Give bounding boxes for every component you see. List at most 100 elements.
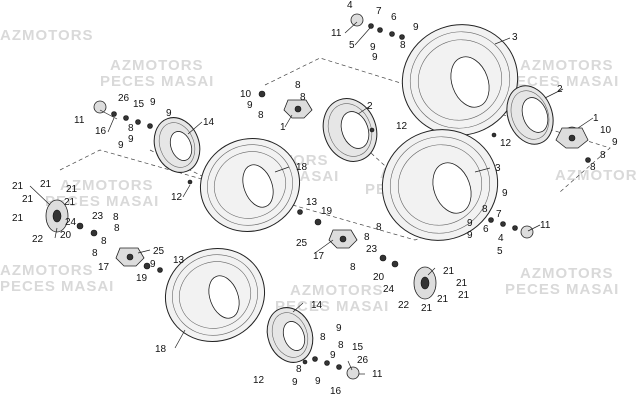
callout-8: 8 [295, 80, 301, 91]
callout-9: 9 [166, 108, 172, 119]
callout-21: 21 [66, 184, 78, 195]
watermark-line2: PECES MASAI [505, 281, 619, 298]
watermark-line1: AZMOTORS [0, 27, 94, 44]
callout-7: 7 [376, 6, 382, 17]
brake-disc-left [45, 199, 69, 233]
callout-17: 17 [313, 251, 325, 262]
callout-21: 21 [458, 290, 470, 301]
watermark-line1: AZMOTORS [0, 262, 94, 279]
rim-front-bottom [266, 307, 314, 363]
callout-9: 9 [247, 100, 253, 111]
tire-rear-center [381, 129, 499, 241]
hub-right [555, 126, 589, 149]
watermark-line1: AZMOTORS [290, 282, 384, 299]
callout-15: 15 [352, 342, 364, 353]
callout-16: 16 [95, 126, 107, 137]
callout-11: 11 [74, 115, 85, 126]
callout-6: 6 [483, 224, 489, 235]
callout-9: 9 [315, 376, 321, 387]
callout-6: 6 [391, 12, 397, 23]
watermark-line2: PECES MASAI [0, 278, 114, 295]
leader-lines [29, 21, 594, 375]
callout-4: 4 [347, 0, 353, 11]
callout-9: 9 [467, 230, 473, 241]
hub-center [283, 99, 313, 119]
callout-8: 8 [128, 123, 134, 134]
callout-8: 8 [92, 248, 98, 259]
callout-9: 9 [413, 22, 419, 33]
callout-8: 8 [482, 204, 488, 215]
callout-10: 10 [240, 89, 252, 100]
callout-11: 11 [331, 28, 342, 39]
callout-12: 12 [396, 121, 408, 132]
callout-25: 25 [153, 246, 165, 257]
callout-8: 8 [364, 232, 370, 243]
callout-22: 22 [398, 300, 410, 311]
callout-9: 9 [502, 188, 508, 199]
callout-16: 16 [330, 386, 342, 397]
callout-19: 19 [321, 206, 333, 217]
hub-front-right [328, 229, 358, 249]
callout-8: 8 [350, 262, 356, 273]
callout-8: 8 [400, 40, 406, 51]
callout-2: 2 [557, 84, 563, 95]
callout-12: 12 [253, 375, 265, 386]
callout-12: 12 [171, 192, 183, 203]
callout-23: 23 [366, 244, 378, 255]
watermark-line2: PECES MASAI [45, 193, 159, 210]
callout-8: 8 [296, 364, 302, 375]
callout-4: 4 [498, 233, 504, 244]
callout-8: 8 [300, 92, 306, 103]
callout-5: 5 [349, 40, 355, 51]
tire-front-bottom [164, 248, 266, 342]
callout-9: 9 [612, 137, 618, 148]
callout-12: 12 [500, 138, 512, 149]
callout-3: 3 [495, 163, 501, 174]
callout-21: 21 [456, 278, 468, 289]
callout-15: 15 [133, 99, 145, 110]
callout-8: 8 [113, 212, 119, 223]
callout-8: 8 [376, 222, 382, 233]
brake-disc-right [413, 266, 437, 300]
callout-8: 8 [338, 340, 344, 351]
callout-9: 9 [336, 323, 342, 334]
watermark-line2: PECES MASAI [275, 298, 389, 315]
callout-9: 9 [370, 42, 376, 53]
callout-9: 9 [118, 140, 124, 151]
callout-24: 24 [383, 284, 395, 295]
watermark-line1: AZMOTORS [60, 177, 154, 194]
callout-7: 7 [496, 209, 502, 220]
callout-9: 9 [330, 350, 336, 361]
tire-front-left [199, 138, 301, 232]
watermark-line1: AZMOTORS [520, 57, 614, 74]
callout-11: 11 [540, 220, 551, 231]
callout-24: 24 [65, 217, 77, 228]
callout-21: 21 [12, 181, 24, 192]
hub-front-left [115, 247, 145, 267]
callout-8: 8 [101, 236, 107, 247]
callout-14: 14 [203, 117, 215, 128]
callout-5: 5 [497, 246, 503, 257]
callout-13: 13 [306, 197, 318, 208]
callout-20: 20 [60, 230, 72, 241]
callout-9: 9 [128, 134, 134, 145]
watermark-group: AZMOTORS PECES MASAI AZMOTORS PECES MASA… [0, 27, 637, 315]
callout-3: 3 [512, 32, 518, 43]
watermark-line1: AZMOTORS [555, 167, 637, 184]
tire-rear-right [401, 24, 519, 136]
callout-8: 8 [114, 223, 120, 234]
callout-21: 21 [22, 194, 34, 205]
callout-8: 8 [590, 162, 596, 173]
callout-23: 23 [92, 211, 104, 222]
watermark-line1: AZMOTORS [520, 265, 614, 282]
callout-21: 21 [64, 197, 76, 208]
watermark-line2: PECES MASAI [100, 73, 214, 90]
callout-21: 21 [421, 303, 433, 314]
small-parts [76, 13, 591, 380]
callout-11: 11 [372, 369, 383, 380]
callout-1: 1 [593, 113, 599, 124]
callout-20: 20 [373, 272, 385, 283]
callout-9: 9 [150, 97, 156, 108]
callout-26: 26 [357, 355, 369, 366]
